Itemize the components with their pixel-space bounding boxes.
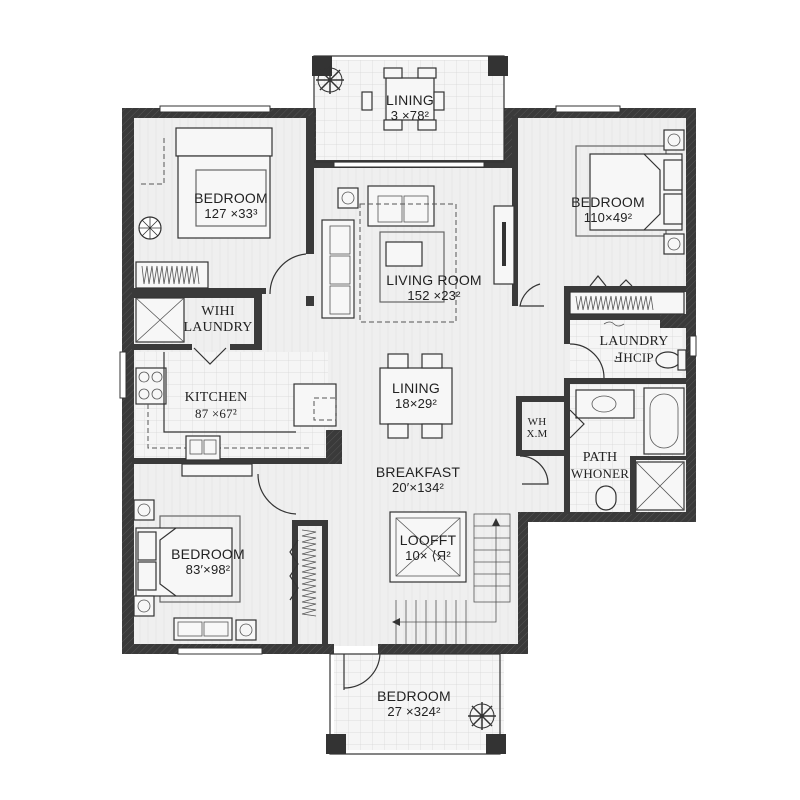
room-label-bedroom-ne: BEDROOM 110×49² [571, 194, 645, 226]
room-label-kitchen: KITCHEN 87 ×67² [185, 390, 248, 422]
shower-icon [635, 461, 685, 511]
south-patio [326, 653, 506, 755]
top-patio [312, 55, 508, 163]
bedroom-nw-furniture [135, 127, 273, 289]
kitchen-island [293, 383, 337, 427]
bathtub-icon [643, 387, 685, 455]
living-room-furniture [321, 185, 515, 323]
room-name: LOOFFT [399, 532, 457, 548]
room-dimensions: 20′×134² [391, 480, 445, 495]
door-sw-bedroom [257, 473, 297, 515]
toilet-icon [655, 349, 687, 371]
toilet-icon [595, 485, 617, 511]
room-label-bedroom-nw: BEDROOM 127 ×33³ [194, 190, 268, 222]
room-name: BEDROOM [194, 190, 268, 206]
plant-icon-top-patio [316, 66, 344, 94]
room-label-laundry-e: LAUNDRY ℲHCIP [599, 334, 668, 366]
door-ne-bedroom [519, 283, 544, 307]
sink-icon [185, 435, 221, 461]
room-dimensions: 110×49² [583, 210, 633, 225]
room-name: PATH [582, 450, 618, 465]
room-name: WIHI LAUNDRY [183, 304, 253, 335]
door-laundry [569, 343, 605, 379]
closet-rod-nw [135, 261, 209, 289]
room-name: BEDROOM [571, 194, 645, 210]
bedroom-ne-furniture [569, 129, 685, 315]
room-label-wh-closet: WH X.M [526, 416, 547, 440]
room-label-bedroom-sw: BEDROOM 83′×98² [171, 546, 245, 578]
room-label-path-whoner: PATH WHONER [571, 450, 629, 482]
vanity [575, 389, 635, 419]
nightstand-lamp-icon [133, 595, 155, 617]
room-label-lining-center: LINING 18×29² [392, 380, 440, 412]
ceiling-fan-icon [138, 216, 162, 240]
stove-icon [135, 367, 167, 405]
room-name: BEDROOM [377, 688, 451, 704]
door-nw-bedroom [269, 253, 307, 295]
room-name: BREAKFAST [375, 464, 461, 480]
sectional [321, 219, 355, 319]
room-dimensions: WHONER [570, 466, 630, 481]
room-dimensions: ℲHCIP [614, 350, 654, 365]
room-name: WH [527, 416, 547, 428]
laundry-symbol [603, 321, 625, 327]
center-dining-furniture [379, 353, 453, 439]
room-name: BEDROOM [171, 546, 245, 562]
room-name: LINING [386, 92, 434, 108]
plant-icon-bottom-patio [468, 702, 496, 730]
bedroom-sw-furniture [133, 463, 317, 641]
room-dimensions: 10× ⟨Я² [405, 548, 451, 563]
room-name: LIVING ROOM [386, 272, 482, 288]
door-bath [519, 455, 549, 485]
room-name: KITCHEN [184, 390, 248, 405]
door-south-patio [343, 653, 381, 689]
room-label-lining-top: LINING 3 ×78² [386, 92, 434, 124]
room-dimensions: 127 ×33³ [204, 206, 258, 221]
room-label-looft: LOOFFT 10× ⟨Я² [400, 532, 456, 564]
nightstand-lamp-icon [133, 499, 155, 521]
windows [119, 105, 697, 655]
room-label-breakfast: BREAKFAST 20′×134² [376, 464, 460, 496]
room-dimensions: 3 ×78² [390, 108, 430, 123]
stair-arrow-icon [396, 522, 497, 623]
sofa [367, 185, 435, 227]
room-label-bedroom-s: BEDROOM 27 ×324² [377, 688, 451, 720]
room-label-wih-laundry: WIHI LAUNDRY [183, 304, 253, 336]
nightstand-lamp-icon [663, 129, 685, 151]
bath-furniture [569, 321, 687, 511]
loft-stairs [389, 511, 511, 644]
interior-walls [132, 116, 686, 646]
room-dimensions: X.M [526, 428, 548, 440]
dining-table-top [385, 77, 435, 121]
room-label-living-room: LIVING ROOM 152 ×23² [386, 272, 482, 304]
nightstand-lamp-icon [663, 233, 685, 255]
room-name: LAUNDRY [599, 334, 669, 349]
kitchen-furniture [135, 352, 337, 461]
room-dimensions: 152 ×23² [407, 288, 461, 303]
room-dimensions: 83′×98² [185, 562, 231, 577]
room-dimensions: 27 ×324² [387, 704, 441, 719]
room-dimensions: 18×29² [394, 396, 438, 411]
wih-laundry-furniture [135, 297, 227, 365]
doors [257, 253, 605, 690]
room-dimensions: 87 ×67² [195, 406, 237, 421]
room-name: LINING [392, 380, 440, 396]
